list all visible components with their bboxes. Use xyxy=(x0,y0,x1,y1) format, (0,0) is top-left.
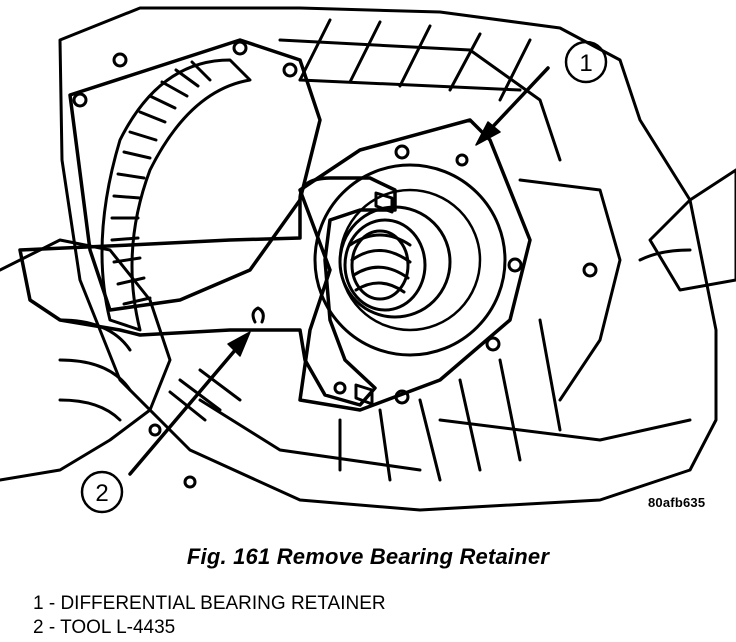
callout-2-number: 2 xyxy=(95,480,108,507)
callout-1-number: 1 xyxy=(579,50,592,77)
ring-gear-drawing xyxy=(100,58,252,422)
legend-item: 2 - TOOL L-4435 xyxy=(33,617,176,638)
figure-caption: Fig. 161 Remove Bearing Retainer xyxy=(186,544,550,569)
callout-1: 1 xyxy=(475,40,608,146)
spanner-tool-drawing xyxy=(18,176,397,407)
callout-2: 2 xyxy=(80,331,251,514)
housing-drawing xyxy=(58,6,718,512)
legend: 1 - DIFFERENTIAL BEARING RETAINER 2 - TO… xyxy=(33,592,386,640)
legend-item: 1 - DIFFERENTIAL BEARING RETAINER xyxy=(33,593,386,614)
figure-code: 80afb635 xyxy=(648,495,706,510)
bearing-retainer-drawing xyxy=(298,118,532,412)
technical-illustration: 1 2 xyxy=(0,6,736,514)
hand-drawing xyxy=(0,168,736,482)
